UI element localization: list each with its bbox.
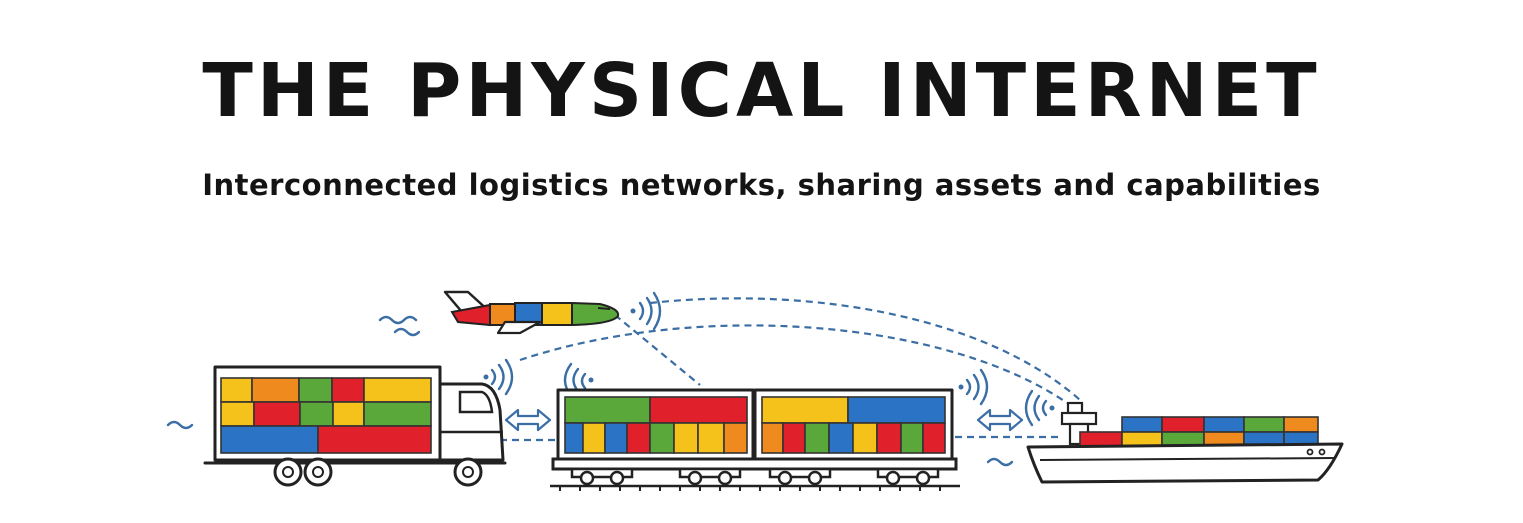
train-icon xyxy=(550,362,960,491)
truck-cargo-blocks xyxy=(220,377,432,454)
train-wagon-1-blocks xyxy=(564,396,748,454)
truck-icon xyxy=(166,358,514,487)
truck-wifi-signal-icon xyxy=(483,358,514,396)
ship-icon xyxy=(986,389,1344,484)
page-title: THE PHYSICAL INTERNET xyxy=(202,48,1321,134)
ship-wifi-signal-icon xyxy=(1024,389,1055,427)
page-subtitle: Interconnected logistics networks, shari… xyxy=(202,168,1321,202)
train-bogies xyxy=(570,467,940,486)
double-arrow-icon xyxy=(504,408,552,432)
train-wagon-2-blocks xyxy=(761,396,946,454)
airplane-icon xyxy=(378,290,662,337)
airplane-wifi-signal-icon xyxy=(630,291,662,331)
ship-cargo-blocks xyxy=(1079,416,1319,447)
network-links xyxy=(500,297,1081,442)
train-ship-double-arrow-icon xyxy=(976,408,1024,432)
mid-wifi-signal-icon xyxy=(958,368,989,406)
